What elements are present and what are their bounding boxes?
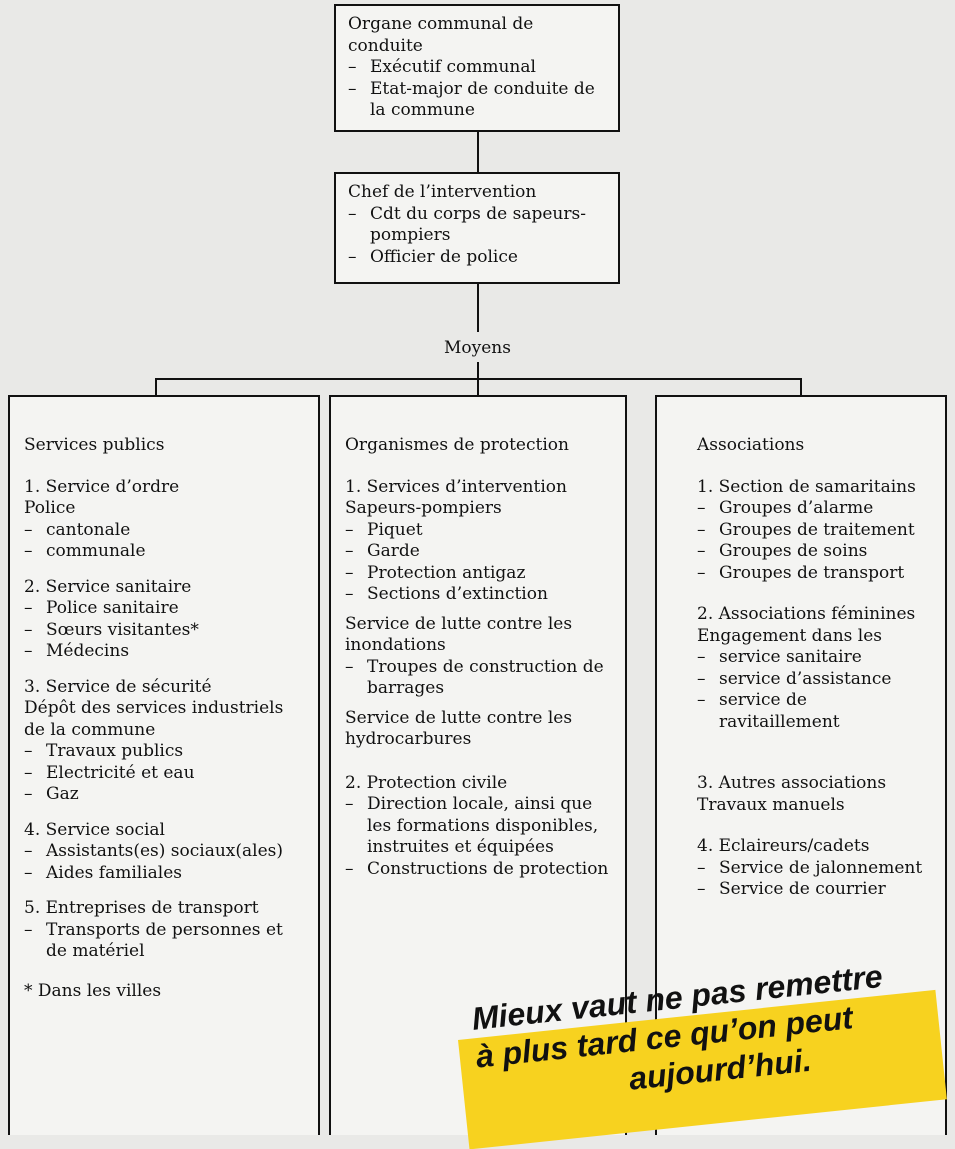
group: 4. Service social Assistants(es) sociaux… <box>24 820 304 885</box>
list-item: communale <box>24 541 304 563</box>
column-title: Organismes de protection <box>345 435 569 455</box>
group-sub: Dépôt des services industriels de la com… <box>24 698 284 740</box>
group-head: 2. Service sanitaire <box>24 576 192 597</box>
list-item: Gaz <box>24 784 304 806</box>
group: 1. Service d’ordre Police cantonalecommu… <box>24 477 304 563</box>
list-item: Transports de personnes et de matériel <box>24 920 304 963</box>
group: 3. Service de sécurité Dépôt des service… <box>24 677 304 806</box>
list-item: Cdt du corps de sapeurs-pompiers <box>348 204 606 247</box>
group: 1. Section de samaritains Groupes d’alar… <box>697 477 931 585</box>
list-item: Sections d’extinction <box>345 584 611 606</box>
group: 2. Protection civile Direction locale, a… <box>345 773 611 881</box>
column-title: Associations <box>697 435 805 455</box>
connector-line <box>477 362 479 380</box>
group-head: 4. Service social <box>24 819 165 840</box>
list-item: service d’assistance <box>697 669 931 691</box>
bracket-mid-drop <box>477 378 479 398</box>
top-organ-box: Organe communal de conduite Exécutif com… <box>334 4 620 132</box>
group: Service de lutte contre les inondations … <box>345 614 611 700</box>
group: 4. Eclaireurs/cadets Service de jalonnem… <box>697 836 931 901</box>
list-item: Police sanitaire <box>24 598 304 620</box>
group-head: 1. Section de samaritains <box>697 476 916 497</box>
list-item: Assistants(es) sociaux(ales) <box>24 841 304 863</box>
list-item: service de ravitaillement <box>697 690 931 733</box>
list-item: Etat-major de conduite de la commune <box>348 79 606 122</box>
chef-intervention-box: Chef de l’intervention Cdt du corps de s… <box>334 172 620 284</box>
group-sub: Engagement dans les <box>697 625 882 646</box>
group-head: Service de lutte contre les inondations <box>345 613 573 656</box>
list-item: Electricité et eau <box>24 763 304 785</box>
chef-box-title: Chef de l’intervention <box>348 182 537 202</box>
list-item: Constructions de protection <box>345 859 611 881</box>
group-head: 3. Autres associations <box>697 773 887 793</box>
group: 1. Services d’intervention Sapeurs-pompi… <box>345 477 611 606</box>
list-item: Piquet <box>345 520 611 542</box>
list-item: Groupes de traitement <box>697 520 931 542</box>
group-head: 2. Protection civile <box>345 772 508 793</box>
connector-line <box>477 132 479 172</box>
column-title: Services publics <box>24 435 165 455</box>
group-head: 1. Services d’intervention <box>345 476 567 497</box>
group: Service de lutte contre les hydrocarbure… <box>345 708 611 751</box>
group-head: 2. Associations féminines <box>697 604 916 624</box>
bracket-left-drop <box>155 378 157 398</box>
list-item: Aides familiales <box>24 863 304 885</box>
group-sub: Travaux manuels <box>697 794 845 815</box>
group-sub: Police <box>24 498 76 518</box>
list-item: Groupes de transport <box>697 563 931 585</box>
column-organismes-protection: Organismes de protection 1. Services d’i… <box>329 395 627 1135</box>
list-item: Groupes d’alarme <box>697 498 931 520</box>
group: 2. Associations féminines Engagement dan… <box>697 604 931 733</box>
group-sub: Sapeurs-pompiers <box>345 498 502 518</box>
list-item: Direction locale, ainsi que les formatio… <box>345 794 611 859</box>
list-item: Sœurs visitantes* <box>24 620 304 642</box>
list-item: Troupes de construction de barrages <box>345 657 611 700</box>
list-item: Travaux publics <box>24 741 304 763</box>
list-item: Groupes de soins <box>697 541 931 563</box>
group: 3. Autres associations Travaux manuels <box>697 773 931 816</box>
group-head: Service de lutte contre les hydrocarbure… <box>345 707 573 750</box>
list-item: Officier de police <box>348 247 606 269</box>
list-item: cantonale <box>24 520 304 542</box>
column-services-publics: Services publics 1. Service d’ordre Poli… <box>8 395 320 1135</box>
group-head: 1. Service d’ordre <box>24 476 180 497</box>
list-item: Exécutif communal <box>348 57 606 79</box>
list-item: Service de jalonnement <box>697 858 931 880</box>
group-head: 5. Entreprises de transport <box>24 898 259 918</box>
group: 5. Entreprises de transport Transports d… <box>24 898 304 963</box>
list-item: Service de courrier <box>697 879 931 901</box>
connector-line <box>477 284 479 332</box>
group-head: 3. Service de sécurité <box>24 676 212 697</box>
list-item: Médecins <box>24 641 304 663</box>
top-box-list: Exécutif communal Etat-major de conduite… <box>348 57 606 122</box>
moyens-label: Moyens <box>444 338 511 358</box>
chef-box-list: Cdt du corps de sapeurs-pompiers Officie… <box>348 204 606 269</box>
footnote: * Dans les villes <box>24 980 162 1001</box>
bracket-right-drop <box>800 378 802 398</box>
group: 2. Service sanitaire Police sanitaireSœu… <box>24 577 304 663</box>
list-item: Garde <box>345 541 611 563</box>
group-head: 4. Eclaireurs/cadets <box>697 836 870 856</box>
top-box-title: Organe communal de conduite <box>348 14 534 56</box>
list-item: Protection antigaz <box>345 563 611 585</box>
list-item: service sanitaire <box>697 647 931 669</box>
